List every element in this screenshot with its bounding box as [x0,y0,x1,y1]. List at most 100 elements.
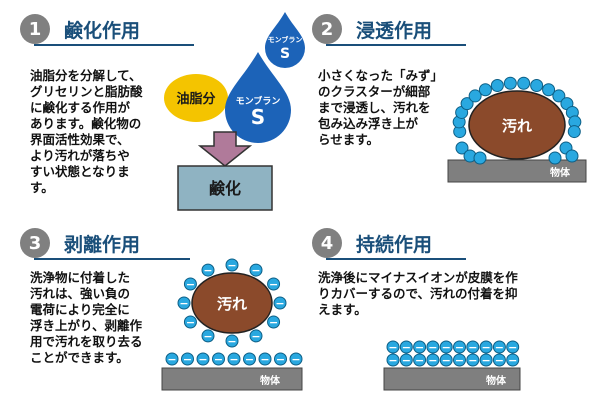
negative-charge-sign: − [227,335,236,348]
saponification-result-label: 鹸化 [209,179,241,198]
negative-charge-sign: − [428,341,437,354]
negative-charge-sign: − [203,330,212,343]
charge-ring: −−−−−−−−−−−− [177,258,287,348]
oil-blob [164,74,228,122]
negative-ion [274,352,287,366]
panel-3-illustration: 物体 −−−−−−−−−−−− 汚れ −−−−−−−−− [161,258,303,391]
negative-ion [165,352,179,366]
negative-ion [439,353,453,367]
negative-ion [225,258,239,272]
negative-ion [249,263,263,277]
negative-ion [426,353,440,367]
bubble-cluster [452,76,582,165]
negative-ion [413,340,427,354]
negative-charge-sign: − [227,259,236,272]
drop-small-label: モンブラン [268,35,303,44]
drop-large-letter: S [251,105,265,129]
panel-2-title: 浸透作用 [356,20,433,42]
negative-ion [479,353,493,367]
negative-ion [273,296,287,310]
negative-ion [258,352,272,366]
negative-charge-sign: − [415,341,424,354]
negative-ion [413,353,427,367]
dirt-label: 汚れ [217,295,247,313]
negative-charge-sign: − [229,353,238,366]
negative-charge-sign: − [402,354,411,367]
panel-2-title-underline [326,44,466,46]
negative-ion [289,352,303,366]
negative-charge-sign: − [455,354,464,367]
panel-1-title-underline [34,44,194,46]
water-cluster [473,151,487,165]
water-drop-icon [225,52,291,143]
negative-charge-sign: − [508,341,517,354]
negative-ion [453,340,466,354]
panel-1-title-bar: 1 鹸化作用 [20,14,290,46]
negative-ion [177,296,191,310]
water-cluster [478,83,492,97]
negative-ion [479,340,493,354]
negative-charge-sign: − [186,316,195,329]
negative-charge-sign: − [183,353,192,366]
panel-sustained: 4 持続作用 洗浄後にマイナスイオンが皮膜を作 りカバーするので、汚れの付着を抑… [312,228,592,398]
negative-charge-sign: − [468,341,477,354]
panel-4-number: 4 [312,228,342,258]
panel-2-description: 小さくなった「みず」 のクラスターが細部 まで浸透し、汚れを 包み込み浮き上が … [318,68,444,147]
surface-block [383,367,521,391]
negative-ion [196,352,210,366]
panel-3-number: 3 [20,228,50,258]
water-cluster [503,76,517,90]
negative-ion [201,329,215,343]
negative-charge-sign: − [167,353,176,366]
panel-2-number: 2 [312,14,342,44]
charge-row: −−−−−−−−− [165,352,303,366]
negative-charge-sign: − [428,354,437,367]
dirt-label: 汚れ [502,117,532,135]
negative-ion [466,340,480,354]
negative-charge-sign: − [388,354,397,367]
panel-2-title-bar: 2 浸透作用 [312,14,592,46]
surface-label: 物体 [550,166,571,179]
surface-label: 物体 [486,374,507,387]
panel-4-title-bar: 4 持続作用 [312,228,592,260]
negative-ion [212,352,225,366]
negative-ion [249,329,263,343]
panel-4-description: 洗浄後にマイナスイオンが皮膜を作 りカバーするので、汚れの付着を抑 えます。 [318,270,518,317]
negative-ion [492,340,506,354]
surface-block [161,367,303,391]
negative-charge-sign: − [495,354,504,367]
negative-ion [466,353,480,367]
down-arrow-icon [197,131,253,167]
panel-3-title: 剥離作用 [64,234,141,256]
panel-1-description: 油脂分を分解して、 グリセリンと脂肪酸 に鹸化する作用が あります。鹸化物の 界… [30,68,143,195]
panel-saponification: 1 鹸化作用 油脂分を分解して、 グリセリンと脂肪酸 に鹸化する作用が あります… [20,14,290,214]
dirt-blob [191,272,273,334]
negative-charge-sign: − [269,316,278,329]
negative-charge-sign: − [269,278,278,291]
negative-ion [183,277,197,291]
saponification-result-box [177,165,273,211]
water-cluster [552,89,566,103]
negative-charge-sign: − [186,278,195,291]
negative-charge-sign: − [495,341,504,354]
negative-ion [181,352,194,366]
panel-4-title-underline [326,258,466,260]
negative-charge-sign: − [245,353,254,366]
negative-charge-sign: − [508,354,517,367]
negative-charge-sign: − [415,354,424,367]
water-cluster [548,151,562,165]
surface-label: 物体 [260,374,281,387]
panel-3-description: 洗浄物に付着した 汚れは、強い負の 電荷により完全に 浮き上がり、剥離作 用で汚… [30,270,143,365]
water-cluster [567,125,581,139]
water-drop-icon [265,12,305,68]
negative-charge-sign: − [276,353,285,366]
negative-charge-sign: − [198,353,207,366]
negative-ion [386,353,400,367]
negative-ion [386,340,400,354]
water-cluster [530,78,544,92]
negative-charge-sign: − [442,354,451,367]
negative-ion [399,353,413,367]
negative-charge-sign: − [260,353,269,366]
negative-charge-sign: − [442,341,451,354]
negative-charge-sign: − [481,354,490,367]
